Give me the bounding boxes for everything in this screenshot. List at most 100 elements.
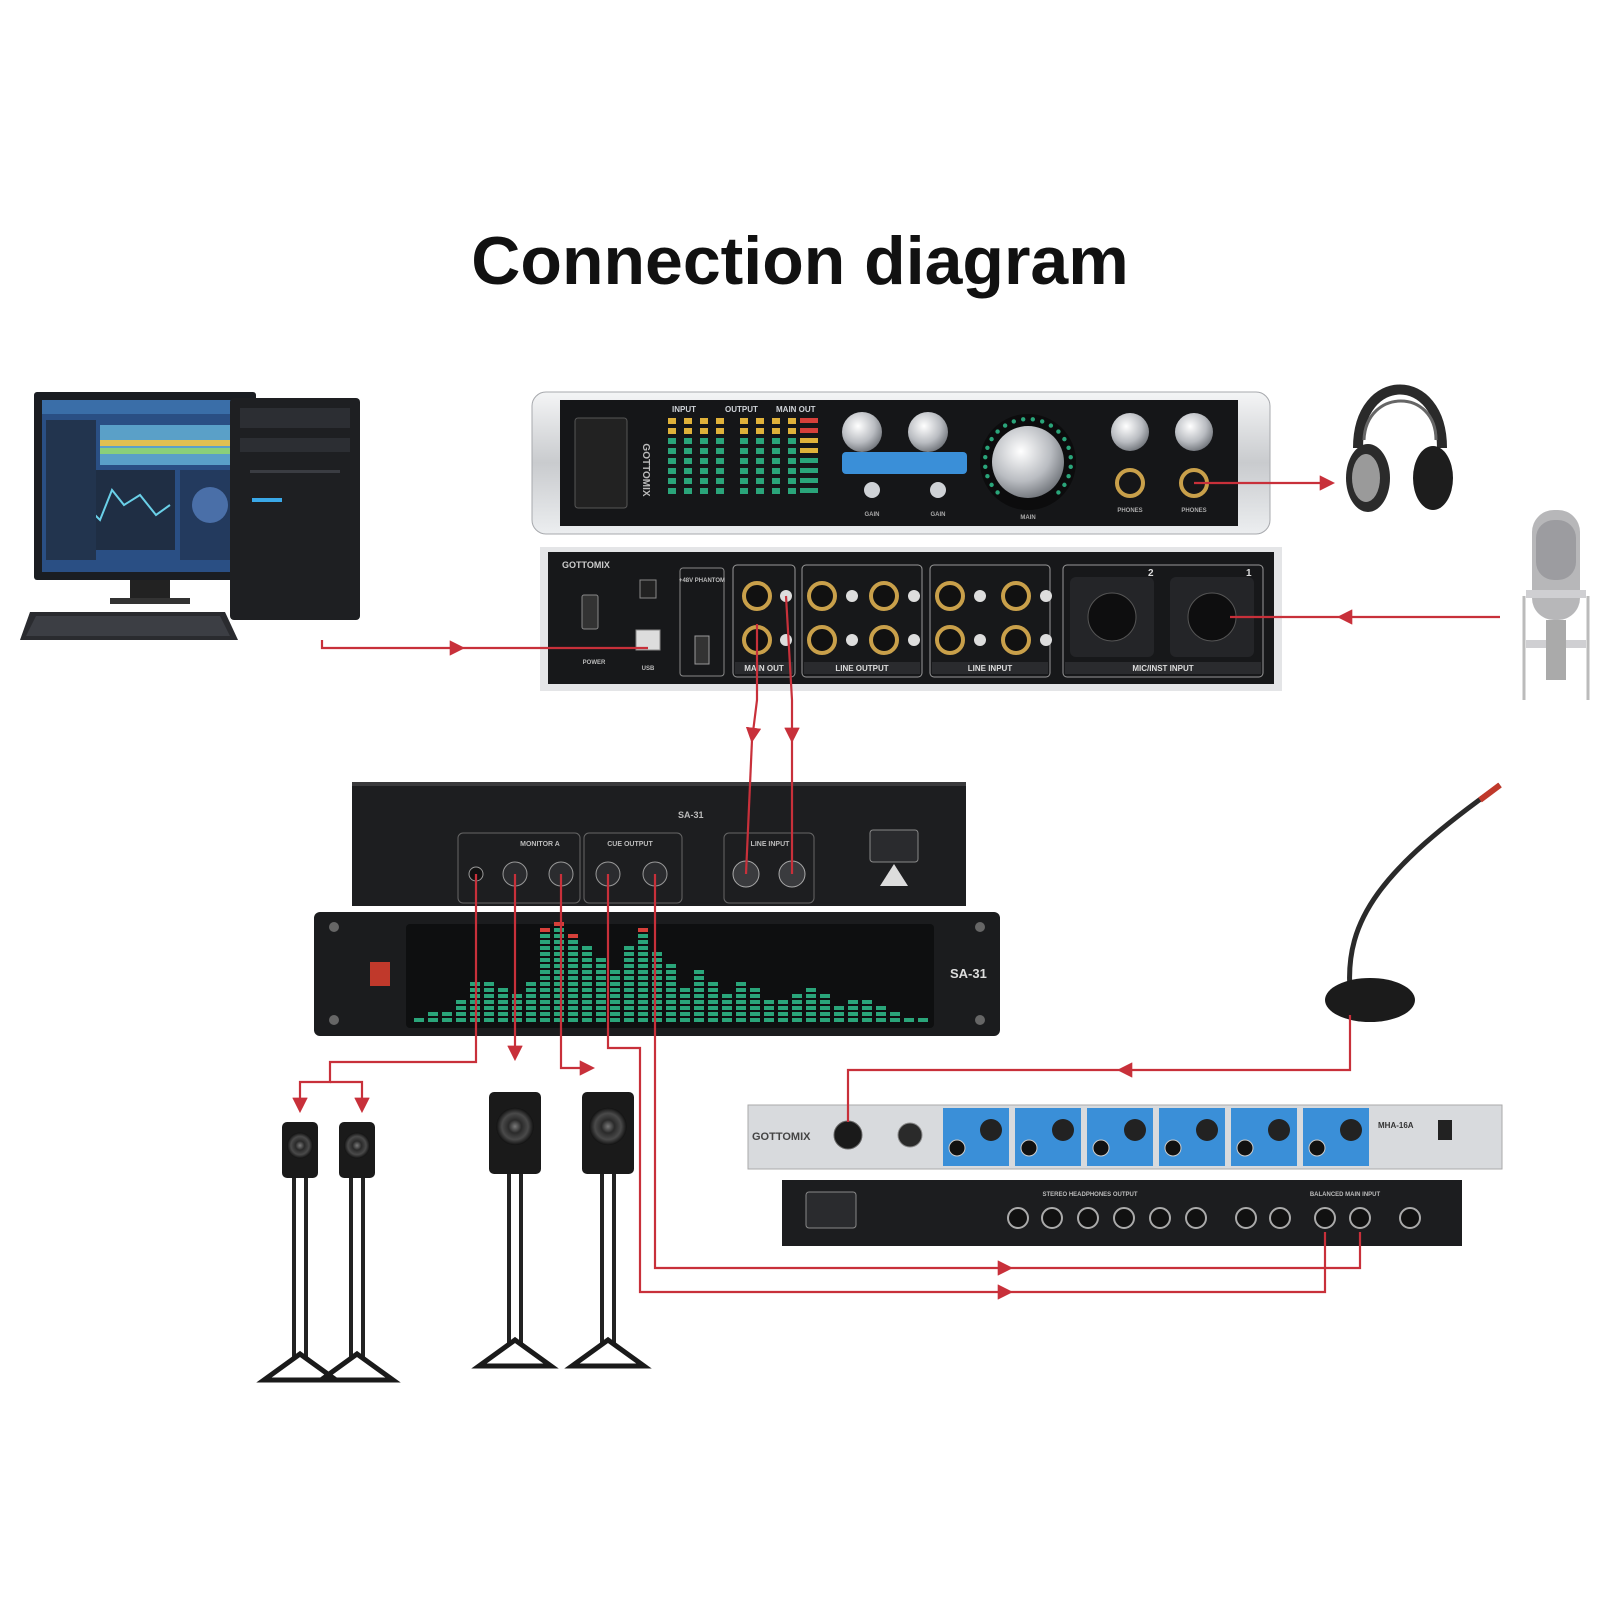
meter-led [684,458,692,464]
spectrum-seg [568,1000,578,1004]
channel-marker [974,634,986,646]
headphones [1346,384,1453,512]
mha-rear-jack [1185,1207,1207,1229]
spectrum-seg [624,1000,634,1004]
monitor-screen [34,392,256,580]
mha-gain-knob[interactable] [897,1122,923,1148]
mha-brand: GOTTOMIX [752,1131,811,1143]
phones-knob-2[interactable] [1175,413,1213,451]
spectrum-seg [554,970,564,974]
spectrum-seg [582,964,592,968]
spectrum-seg [736,982,746,986]
spectrum-seg [750,1012,760,1016]
main-volume-knob[interactable] [992,426,1064,498]
cue-output-label: CUE OUTPUT [607,841,653,848]
spectrum-seg [806,1012,816,1016]
power-switch[interactable] [581,594,599,630]
spectrum-seg [554,1006,564,1010]
phones-knob-1[interactable] [1111,413,1149,451]
main-meter-led [800,428,818,433]
meter-led [740,458,748,464]
mha-rear-jack [1269,1207,1291,1229]
cable-small-speakers [292,874,478,1114]
spectrum-seg [456,1000,466,1004]
amp-line-input-label: LINE INPUT [751,841,791,848]
input-button-2[interactable] [930,482,946,498]
spectrum-seg [610,1018,620,1022]
spectrum-seg [610,982,620,986]
mha-combo-input[interactable] [833,1120,863,1150]
monitor-box [457,832,581,904]
main-meter-led [800,448,818,453]
spectrum-seg [568,982,578,986]
condenser-microphone [1522,510,1590,700]
spectrum-seg [540,976,550,980]
meter-led [788,448,796,454]
spectrum-seg [694,982,704,986]
spectrum-seg [792,1000,802,1004]
line-output-label: LINE OUTPUT [835,664,888,673]
stand-base [313,1350,401,1383]
speakers [256,1092,652,1383]
dc-jack[interactable] [639,579,657,599]
spectrum-seg [638,970,648,974]
cable-gooseneck-tail [846,1068,1120,1122]
spectrum-seg [484,988,494,992]
spectrum-seg [652,970,662,974]
spectrum-seg [736,1012,746,1016]
spectrum-seg [638,946,648,950]
meter-led [668,488,676,494]
spectrum-seg [638,928,648,932]
meter-led [716,448,724,454]
tower-case [230,398,360,620]
gain-knob-2[interactable] [908,412,948,452]
amp-front-model: SA-31 [950,966,987,981]
spectrum-seg [652,952,662,956]
spectrum-seg [428,1012,438,1016]
meter-led [740,478,748,484]
spectrum-seg [526,1018,536,1022]
spectrum-seg [596,976,606,980]
spectrum-seg [806,1006,816,1010]
channel-volume-knob [1268,1119,1290,1141]
mha-power-switch[interactable] [1438,1120,1452,1140]
spectrum-seg [638,994,648,998]
spectrum-seg [820,994,830,998]
mic-inst-input-label: MIC/INST INPUT [1132,664,1193,673]
spectrum-seg [764,1006,774,1010]
spectrum-seg [652,958,662,962]
spectrum-seg [596,988,606,992]
spectrum-seg [610,994,620,998]
spectrum-seg [638,1006,648,1010]
phantom-switch[interactable] [694,635,710,665]
gooseneck-microphone [1325,782,1502,1022]
spectrum-seg [582,988,592,992]
spectrum-seg [554,922,564,926]
meter-led [700,478,708,484]
meter-led [788,428,796,434]
spectrum-seg [498,1018,508,1022]
amp-iec-inlet[interactable] [869,829,919,863]
cable-cue-1 [606,874,1014,1300]
spectrum-seg [540,952,550,956]
spectrum-seg [666,976,676,980]
gain-knob-1[interactable] [842,412,882,452]
audio-interface-front: GOTTOMIX INPUT OUTPUT MAIN OUT GAIN GAIN… [531,391,1271,535]
spectrum-seg [554,1018,564,1022]
phones-jack-1[interactable] [1115,468,1145,498]
spectrum-seg [526,982,536,986]
spectrum-seg [834,1012,844,1016]
usb-port[interactable] [635,629,661,651]
input-button-1[interactable] [864,482,880,498]
spectrum-seg [652,976,662,980]
spectrum-seg [708,994,718,998]
mha-iec-inlet[interactable] [805,1191,857,1229]
meter-led [740,468,748,474]
spectrum-seg [694,976,704,980]
spectrum-seg [750,1018,760,1022]
amp-power-switch[interactable] [370,962,390,986]
spectrum-seg [638,1018,648,1022]
spectrum-seg [666,1000,676,1004]
spectrum-seg [540,934,550,938]
main-meter-led [800,458,818,463]
